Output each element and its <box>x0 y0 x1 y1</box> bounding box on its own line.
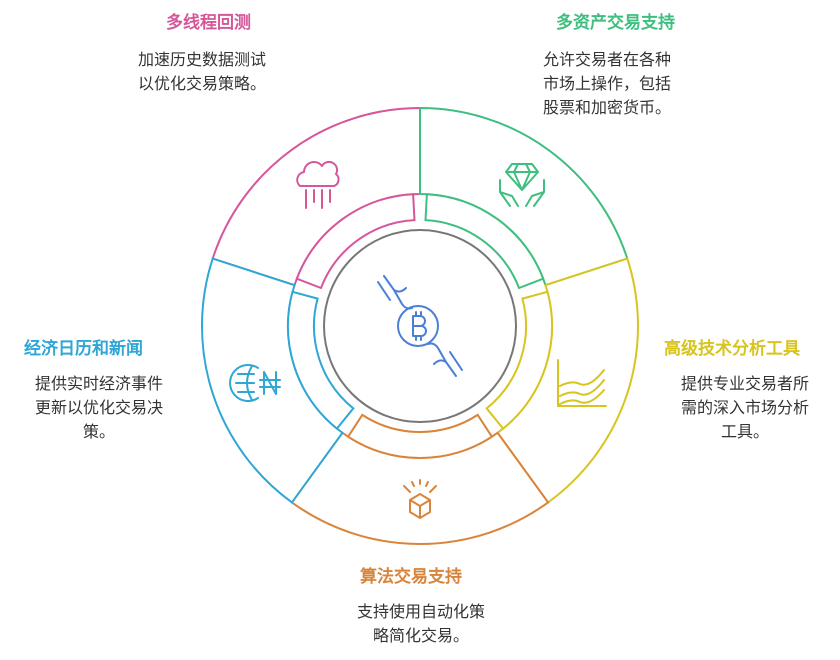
bitcoin-hands-icon <box>377 275 463 377</box>
box-icon <box>403 479 437 519</box>
section-title-economic-calendar: 经济日历和新闻 <box>24 339 143 359</box>
cloud-rain-icon <box>296 160 340 209</box>
section-title-multi-asset: 多资产交易支持 <box>556 13 675 33</box>
section-desc-technical-analysis: 提供专业交易者所 需的深入市场分析 工具。 <box>680 374 809 441</box>
inner-arc-economic-calendar <box>287 290 355 431</box>
diamond-hands-icon <box>499 163 545 207</box>
inner-arc-multi-asset <box>424 193 545 290</box>
inner-arc-multithread-backtest <box>295 193 416 290</box>
inner-arc-technical-analysis <box>485 290 553 431</box>
chart-icon <box>557 359 607 407</box>
ring-segment-multi-asset <box>419 106 629 290</box>
ring-segments <box>201 106 639 545</box>
globe-currency-icon <box>229 364 281 402</box>
inner-arc-algo-trading <box>346 413 494 459</box>
section-desc-multithread-backtest: 加速历史数据测试 以优化交易策略。 <box>138 50 267 93</box>
section-desc-economic-calendar: 提供实时经济事件 更新以优化交易决 策。 <box>34 374 163 441</box>
section-title-technical-analysis: 高级技术分析工具 <box>664 339 800 359</box>
ring-segment-multithread-backtest <box>211 106 421 290</box>
section-title-algo-trading: 算法交易支持 <box>360 567 462 587</box>
ring-segment-algo-trading <box>290 413 550 545</box>
section-desc-multi-asset: 允许交易者在各种 市场上操作，包括 股票和加密货币。 <box>543 50 672 117</box>
section-desc-algo-trading: 支持使用自动化策 略简化交易。 <box>356 602 485 645</box>
section-title-multithread-backtest: 多线程回测 <box>166 13 251 33</box>
ring-segment-technical-analysis <box>485 257 639 504</box>
